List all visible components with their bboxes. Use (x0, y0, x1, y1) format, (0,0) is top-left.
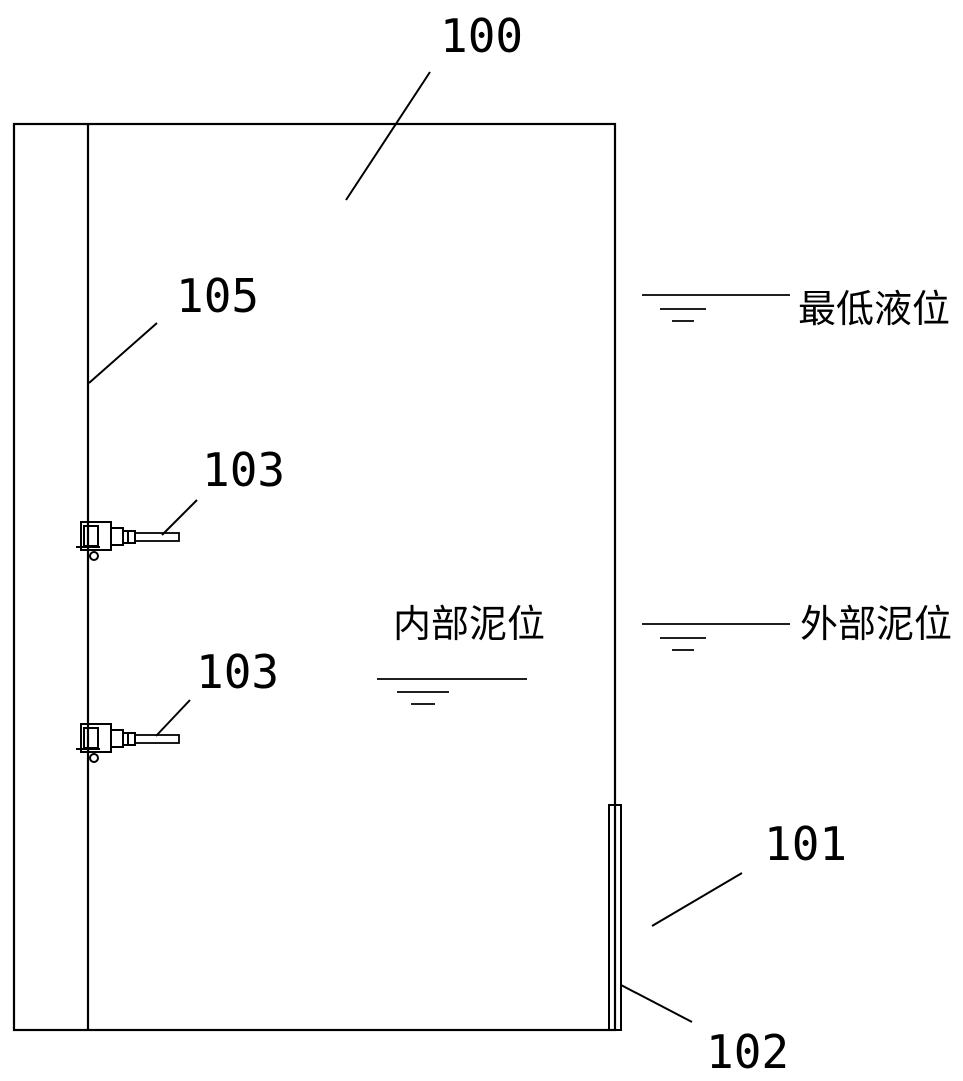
label-inner-mud-level: 内部泥位 (393, 602, 545, 646)
label-101: 101 (764, 817, 847, 871)
label-100: 100 (440, 9, 523, 63)
plate-102 (608, 804, 622, 1031)
inner-mud-level-symbol (377, 678, 527, 705)
tank-outline (12, 122, 617, 1032)
label-outer-mud-level: 外部泥位 (800, 602, 952, 646)
outer-mud-level-symbol (642, 623, 790, 651)
leader-101 (651, 872, 743, 927)
leader-103-lower (155, 699, 191, 737)
tank-body (12, 122, 617, 1032)
label-103-upper: 103 (202, 443, 285, 497)
label-102: 102 (706, 1025, 789, 1079)
leader-lines (88, 71, 743, 1023)
min-liquid-level-symbol (642, 294, 790, 322)
leader-102 (620, 984, 693, 1023)
sensor-upper (76, 521, 180, 561)
label-min-liquid-level: 最低液位 (798, 287, 950, 331)
leader-105 (88, 322, 158, 384)
leader-100 (345, 71, 431, 201)
label-105: 105 (176, 269, 259, 323)
label-103-lower: 103 (196, 645, 279, 699)
sensor-lower (76, 723, 180, 763)
leader-103-upper (161, 499, 198, 536)
